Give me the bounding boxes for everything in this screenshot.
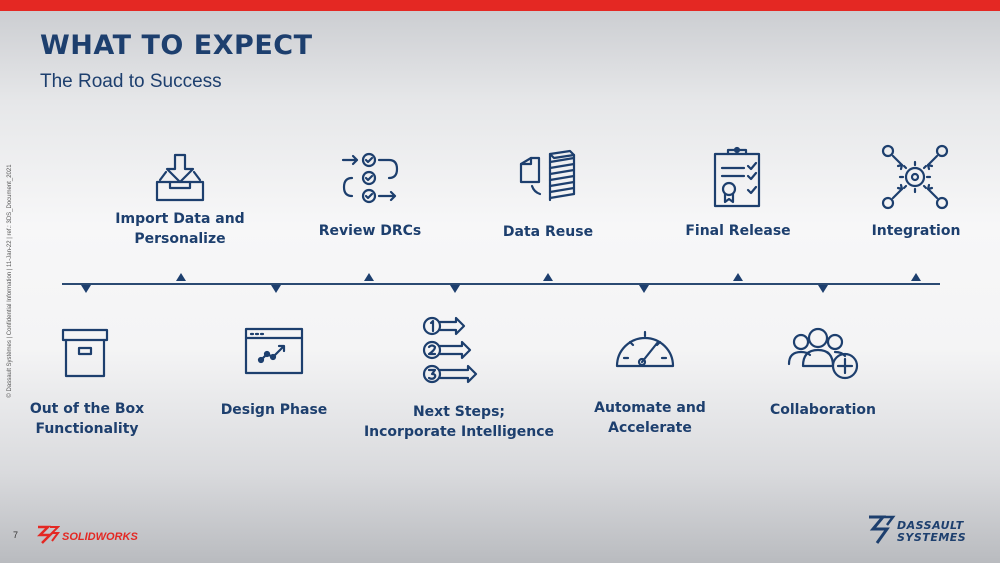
numbered-steps-icon [422,316,478,384]
dassault-logo-line: SYSTEMES [897,531,967,544]
clipboard-certificate-icon [713,146,761,208]
label-line: Accelerate [608,420,692,436]
milestone-label-integration: Integration [872,221,961,241]
label-line: Personalize [134,231,226,247]
group-add-icon [787,327,859,380]
label-line: Integration [871,223,961,239]
milestone-label-out-of-the-box: Out of the Box Functionality [30,399,144,439]
label-line: Next Steps; [412,404,506,420]
timeline-marker-up [543,273,553,281]
label-line: Collaboration [769,402,877,418]
timeline-marker-up [733,273,743,281]
label-line: Incorporate Intelligence [363,424,555,440]
label-line: Import Data and [115,211,245,227]
slide-subtitle: The Road to Success [40,71,222,92]
timeline-marker-down [450,285,460,293]
timeline-marker-up [364,273,374,281]
label-line: Data Reuse [502,224,594,240]
solidworks-logo-mark [36,525,60,544]
timeline-line [62,283,940,285]
milestone-label-review-drcs: Review DRCs [319,221,422,241]
timeline-marker-up [911,273,921,281]
label-line: Design Phase [220,402,328,418]
dassault-logo: DASSAULT SYSTEMES [897,520,966,544]
label-line: Out of the Box [29,401,145,417]
milestone-label-design-phase: Design Phase [221,400,328,420]
checklist-arrows-icon [341,152,399,204]
gear-network-icon [881,144,949,210]
milestone-label-data-reuse: Data Reuse [503,222,593,242]
box-icon [61,328,109,378]
solidworks-logo: SOLIDWORKS [62,531,138,543]
page-number: 7 [13,530,19,540]
milestone-label-final-release: Final Release [685,221,790,241]
timeline-marker-down [639,285,649,293]
label-line: Automate and [594,400,706,416]
browser-chart-icon [244,327,304,375]
timeline-marker-up [176,273,186,281]
dassault-logo-line: DASSAULT [897,519,964,532]
label-line: Final Release [685,223,791,239]
milestone-label-automate: Automate and Accelerate [594,398,706,438]
label-line: Review DRCs [318,223,422,239]
stacked-documents-icon [519,149,576,202]
timeline-marker-down [818,285,828,293]
download-tray-icon [155,153,205,202]
slide-title: WHAT TO EXPECT [40,30,313,61]
milestone-label-collaboration: Collaboration [770,400,876,420]
milestone-label-next-steps: Next Steps; Incorporate Intelligence [364,402,554,442]
timeline-marker-down [81,285,91,293]
speedometer-icon [615,330,675,368]
label-line: Functionality [35,421,139,437]
timeline-marker-down [271,285,281,293]
top-accent-bar [0,0,1000,11]
milestone-label-import-data: Import Data and Personalize [115,209,244,249]
confidential-side-text: © Dassault Systèmes | Confidential Infor… [7,164,13,398]
dassault-logo-mark [869,515,896,544]
